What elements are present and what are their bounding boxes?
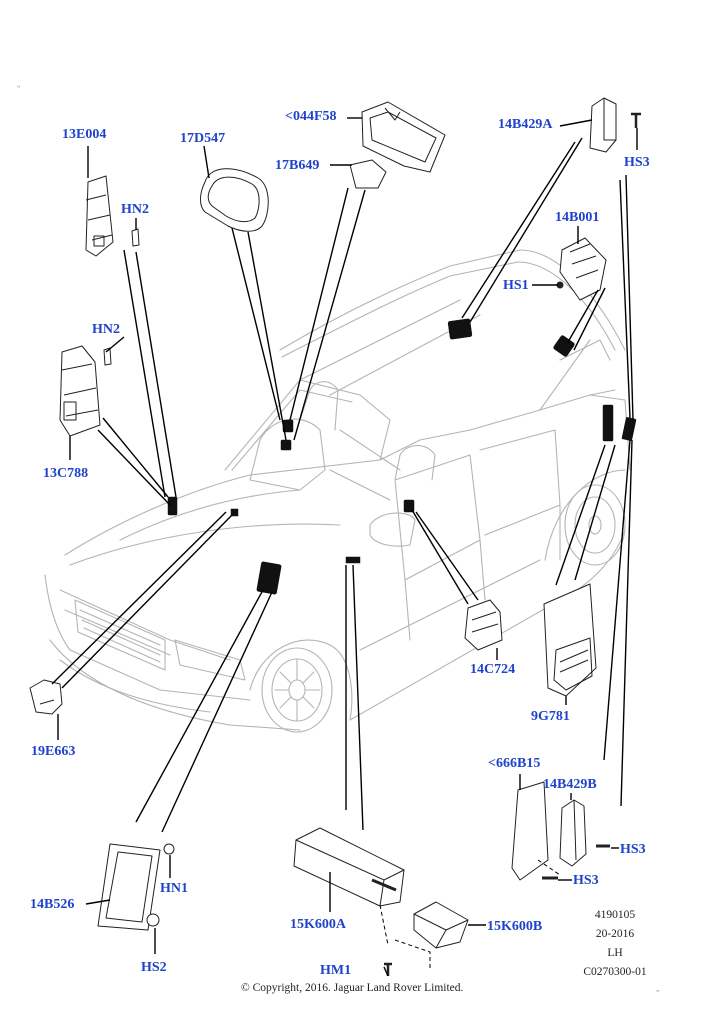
component-15K600A <box>293 827 405 907</box>
label-14B429A[interactable]: 14B429A <box>498 117 553 132</box>
label-044F58[interactable]: <044F58 <box>285 109 337 124</box>
corner-mark-top-left: ‟ <box>17 84 21 93</box>
component-19E663 <box>29 679 63 715</box>
leader-lines <box>51 117 638 977</box>
vehicle-module-markers <box>167 318 637 595</box>
label-HM1[interactable]: HM1 <box>320 963 352 978</box>
component-14B429B <box>559 799 587 867</box>
vehicle-outline <box>44 249 631 733</box>
label-HS2[interactable]: HS2 <box>141 960 167 975</box>
label-HS1[interactable]: HS1 <box>503 278 529 293</box>
label-HN1[interactable]: HN1 <box>160 881 188 896</box>
label-HS3-top[interactable]: HS3 <box>624 155 650 170</box>
label-9G781[interactable]: 9G781 <box>531 709 570 724</box>
component-13C788 <box>59 345 101 437</box>
fastener-HN2-a <box>131 228 140 247</box>
label-666B15[interactable]: <666B15 <box>488 756 541 771</box>
label-13C788[interactable]: 13C788 <box>43 466 89 481</box>
component-14B526 <box>97 843 161 931</box>
label-HN2-b[interactable]: HN2 <box>92 322 120 337</box>
fastener-HN2-b <box>103 347 112 366</box>
label-14C724[interactable]: 14C724 <box>470 662 516 677</box>
fastener-HS3-top <box>631 112 641 128</box>
fastener-HN1 <box>163 843 175 855</box>
component-drawings <box>29 97 641 976</box>
component-14C724 <box>464 599 503 651</box>
component-044F58 <box>361 101 446 173</box>
label-HS3-low[interactable]: HS3 <box>573 873 599 888</box>
fastener-HS2 <box>146 913 160 927</box>
component-17D547 <box>200 168 269 232</box>
component-13E004 <box>85 175 114 257</box>
fastener-HM1 <box>384 962 392 976</box>
label-HS3-mid[interactable]: HS3 <box>620 842 646 857</box>
label-HN2-a[interactable]: HN2 <box>121 202 149 217</box>
label-14B526[interactable]: 14B526 <box>30 897 75 912</box>
component-9G781 <box>543 583 597 697</box>
label-14B429B[interactable]: 14B429B <box>543 777 597 792</box>
label-13E004[interactable]: 13E004 <box>62 127 107 142</box>
diagram-date: 20-2016 <box>595 928 635 940</box>
label-15K600B[interactable]: 15K600B <box>487 919 543 934</box>
diagram-reference: C0270300-01 <box>583 966 647 978</box>
diagram-number: 4190105 <box>594 909 636 921</box>
component-15K600B <box>413 901 469 949</box>
copyright-notice: © Copyright, 2016. Jaguar Land Rover Lim… <box>241 982 464 994</box>
component-17B649 <box>349 159 387 189</box>
component-14B429A <box>589 97 617 153</box>
label-15K600A[interactable]: 15K600A <box>290 917 346 932</box>
component-666B15 <box>511 781 549 881</box>
label-19E663[interactable]: 19E663 <box>31 744 76 759</box>
label-17D547[interactable]: 17D547 <box>180 131 226 146</box>
label-14B001[interactable]: 14B001 <box>555 210 600 225</box>
component-14B001 <box>559 237 607 301</box>
corner-mark-bottom-right: „ <box>656 984 660 993</box>
label-17B649[interactable]: 17B649 <box>275 158 320 173</box>
diagram-side: LH <box>607 947 623 959</box>
